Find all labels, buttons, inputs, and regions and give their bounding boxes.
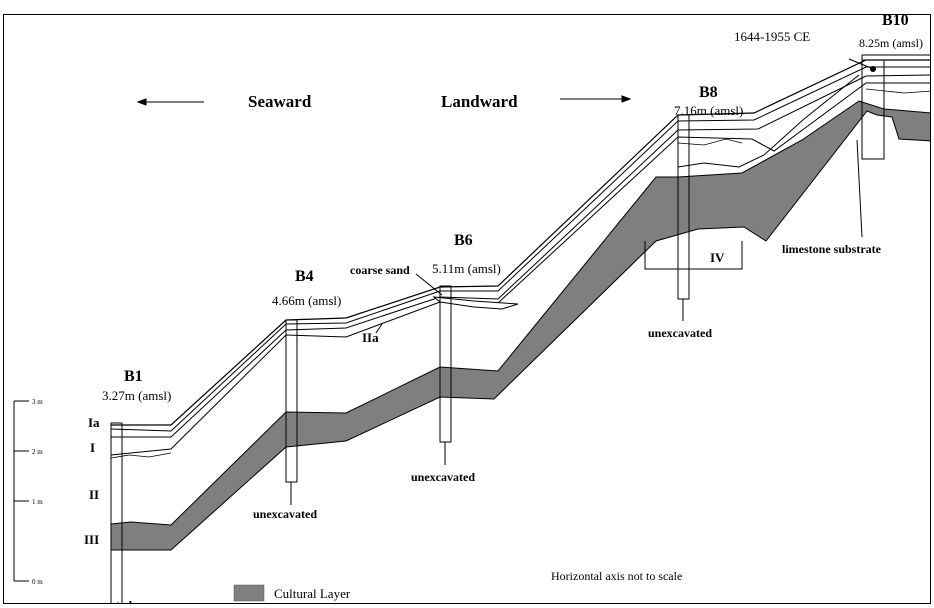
seaward-label: Seaward [248,92,312,111]
scale-tick-2m: 2 m [32,448,43,456]
scale-note: Horizontal axis not to scale [551,569,682,583]
borehole-b10 [861,59,885,160]
layer-line-4 [110,88,930,459]
layer-iv-label: IV [710,250,725,265]
diagram-frame: 3 m 2 m 1 m 0 m Seaward Landward B1 3.27… [3,14,931,604]
b4-elev: 4.66m (amsl) [272,293,341,308]
limestone-label: limestone substrate [782,242,882,256]
stratigraphy-section: 3 m 2 m 1 m 0 m Seaward Landward B1 3.27… [13,15,930,604]
surface-line [111,59,930,426]
seaward-arrow [136,98,204,106]
b10-bracket [861,54,930,60]
borehole-b6 [439,285,452,443]
date-label: 1644-1955 CE [734,29,810,44]
vertical-scale [13,400,29,582]
b8-elev: 7.16m (amsl) [674,103,743,118]
legend-label: Cultural Layer [274,586,351,601]
b1-elev: 3.27m (amsl) [102,388,171,403]
b8-label: B8 [699,84,718,101]
borehole-b1 [110,422,123,603]
layer-iia-label: IIa [362,330,379,345]
borehole-b4 [285,319,298,483]
coarse-sand-lens [432,296,519,310]
layer-line-1 [110,66,930,432]
unexcavated-b6: unexcavated [411,470,475,484]
leader-lines [290,58,872,505]
scale-tick-3m: 3 m [32,398,43,406]
date-marker-dot [870,66,876,72]
layer-i-label: I [90,440,95,455]
b4-label: B4 [295,268,314,285]
cultural-layer [110,100,930,551]
landward-arrow [560,95,632,103]
legend-swatch [233,584,265,602]
coarse-sand-label: coarse sand [350,263,410,277]
landward-label: Landward [441,92,518,111]
lower-profile-line [677,74,860,168]
unexcavated-b8: unexcavated [648,326,712,340]
layer-line-2 [111,74,930,438]
scale-tick-0m: 0 m [32,578,43,586]
scale-tick-1m: 1 m [32,498,43,506]
b6-label: B6 [454,232,473,249]
unexcavated-b4: unexcavated [253,507,317,521]
layer-iii-label: III [84,532,99,547]
unexcavated-b1: unexcavated [68,598,132,604]
layer-ia-label: Ia [88,415,100,430]
b10-elev: 8.25m (amsl) [859,36,923,50]
b6-elev: 5.11m (amsl) [432,261,501,276]
layer-iv-box [644,241,743,270]
b1-label: B1 [124,368,143,385]
layer-ii-label: II [89,487,99,502]
b10-label: B10 [882,15,909,29]
